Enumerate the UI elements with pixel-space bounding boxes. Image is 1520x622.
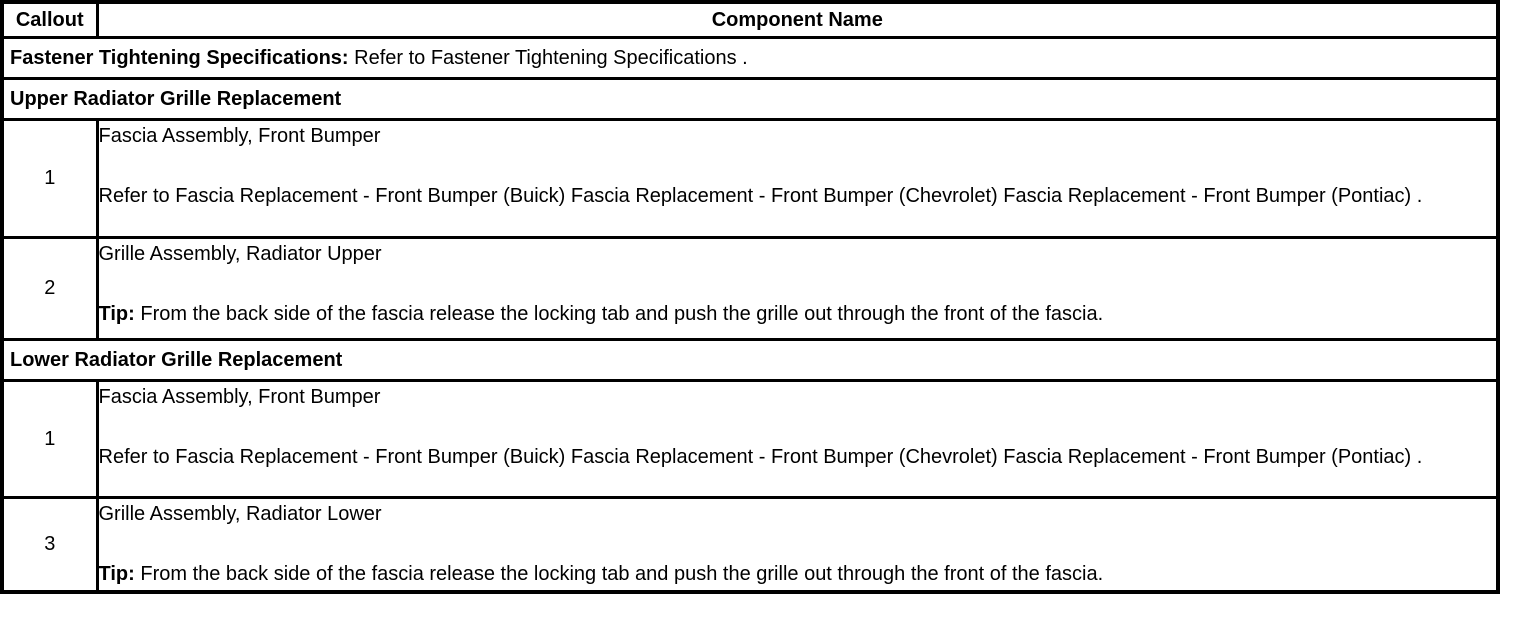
tip-text: From the back side of the fascia release… [134,302,1104,325]
component-detail: Tip: From the back side of the fascia re… [98,299,1495,329]
table-row-upper-grille: 2 Grille Assembly, Radiator Upper Tip: F… [0,235,1500,341]
table-row-upper-fascia: 1 Fascia Assembly, Front Bumper Refer to… [0,117,1500,239]
section-row-upper-grille: Upper Radiator Grille Replacement [0,76,1500,121]
component-detail: Refer to Fascia Replacement - Front Bump… [98,181,1495,211]
header-component-name: Component Name [95,0,1500,39]
fastener-note-row: Fastener Tightening Specifications: Refe… [0,35,1500,80]
component-cell: Grille Assembly, Radiator Upper Tip: Fro… [95,235,1500,341]
detail-text: Refer to Fascia Replacement - Front Bump… [98,184,1423,207]
callout-number: 2 [0,235,99,341]
table-header-row: Callout Component Name [0,0,1500,39]
callout-number: 1 [0,117,99,239]
component-cell: Fascia Assembly, Front Bumper Refer to F… [95,378,1500,499]
component-detail: Tip: From the back side of the fascia re… [98,559,1495,589]
fastener-note-label: Fastener Tightening Specifications: [10,46,349,69]
callout-number: 3 [0,495,99,594]
section-row-lower-grille: Lower Radiator Grille Replacement [0,337,1500,382]
component-name: Grille Assembly, Radiator Lower [98,502,382,525]
header-callout: Callout [0,0,99,39]
fastener-note-text: Refer to Fastener Tightening Specificati… [348,46,748,69]
tip-label: Tip: [98,562,135,585]
callout-number: 1 [0,378,99,499]
fastener-note-cell: Fastener Tightening Specifications: Refe… [0,35,1500,80]
component-cell: Fascia Assembly, Front Bumper Refer to F… [95,117,1500,239]
section-title-lower: Lower Radiator Grille Replacement [0,337,1500,382]
component-detail: Refer to Fascia Replacement - Front Bump… [98,442,1495,472]
table-row-lower-grille: 3 Grille Assembly, Radiator Lower Tip: F… [0,495,1500,594]
component-cell: Grille Assembly, Radiator Lower Tip: Fro… [95,495,1500,594]
component-name: Fascia Assembly, Front Bumper [98,385,381,408]
tip-text: From the back side of the fascia release… [134,562,1104,585]
component-name: Fascia Assembly, Front Bumper [98,124,381,147]
detail-text: Refer to Fascia Replacement - Front Bump… [98,445,1423,468]
component-name: Grille Assembly, Radiator Upper [98,242,382,265]
component-spec-table: Callout Component Name Fastener Tighteni… [0,0,1500,594]
tip-label: Tip: [98,302,135,325]
section-title-upper: Upper Radiator Grille Replacement [0,76,1500,121]
table-row-lower-fascia: 1 Fascia Assembly, Front Bumper Refer to… [0,378,1500,499]
